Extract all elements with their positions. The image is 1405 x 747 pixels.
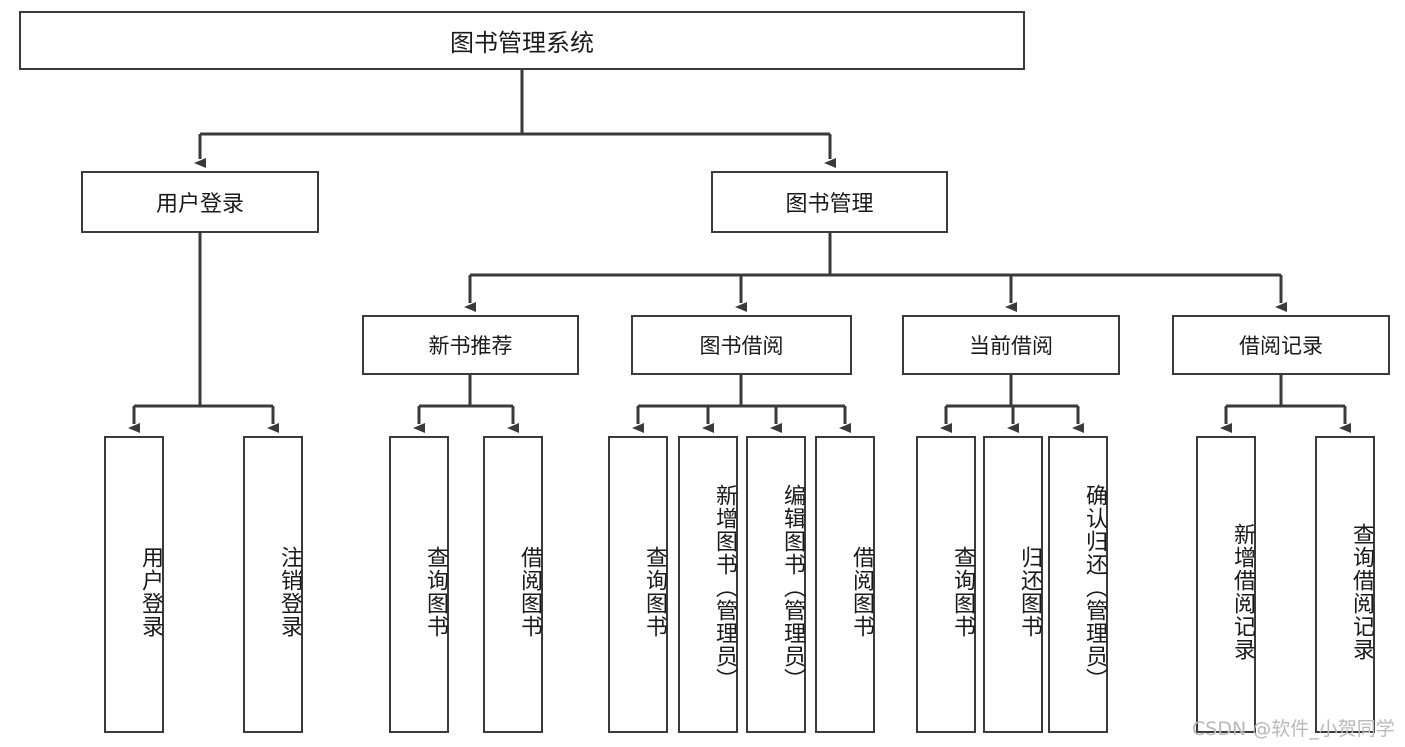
node-current-borrow[interactable]: 当前借阅	[902, 315, 1120, 375]
watermark-credit: CSDN @软件_小贺同学	[1192, 718, 1395, 740]
node-borrow-record[interactable]: 借阅记录	[1172, 315, 1390, 375]
leaf-add-book-admin[interactable]: 新增图书（管理员）	[678, 436, 738, 733]
leaf-borrow-book-borrow[interactable]: 借阅图书	[815, 436, 875, 733]
node-new-book-recommend[interactable]: 新书推荐	[362, 315, 579, 375]
leaf-borrow-book-recommend[interactable]: 借阅图书	[483, 436, 543, 733]
node-root-system[interactable]: 图书管理系统	[19, 11, 1025, 70]
leaf-query-book-current[interactable]: 查询图书	[916, 436, 976, 733]
leaf-user-login[interactable]: 用户登录	[104, 436, 164, 733]
leaf-return-book[interactable]: 归还图书	[983, 436, 1043, 733]
leaf-query-book-borrow[interactable]: 查询图书	[608, 436, 668, 733]
leaf-confirm-return-admin[interactable]: 确认归还（管理员）	[1048, 436, 1108, 733]
leaf-add-borrow-record[interactable]: 新增借阅记录	[1196, 436, 1256, 733]
node-user-login[interactable]: 用户登录	[81, 171, 319, 233]
leaf-edit-book-admin[interactable]: 编辑图书（管理员）	[746, 436, 806, 733]
leaf-query-borrow-record[interactable]: 查询借阅记录	[1315, 436, 1375, 733]
leaf-logout-login[interactable]: 注销登录	[243, 436, 303, 733]
node-book-borrow[interactable]: 图书借阅	[631, 315, 852, 375]
leaf-query-book-recommend[interactable]: 查询图书	[389, 436, 449, 733]
node-book-manage[interactable]: 图书管理	[711, 171, 948, 233]
